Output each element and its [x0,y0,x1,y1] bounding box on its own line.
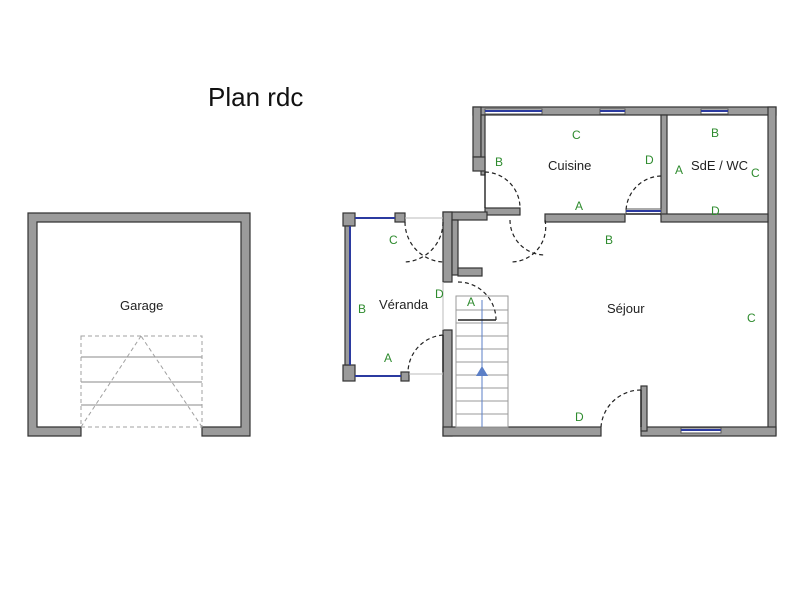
marker-sde-bottom: D [711,204,720,218]
marker-cuisine-left: B [495,155,503,169]
marker-veranda-left: B [358,302,366,316]
plan-title: Plan rdc [208,82,303,112]
staircase [455,295,509,428]
marker-veranda-bottom: A [384,351,392,365]
room-label-garage: Garage [120,298,163,313]
marker-cuisine-bottom: A [575,199,583,213]
marker-sde-right: C [751,166,760,180]
marker-cuisine-right: D [645,153,654,167]
marker-sejour-right: C [747,311,756,325]
marker-veranda-top: C [389,233,398,247]
marker-veranda-right: D [435,287,444,301]
room-label-cuisine: Cuisine [548,158,591,173]
room-label-sde-wc: SdE / WC [691,158,748,173]
room-label-sejour: Séjour [607,301,645,316]
garage-door [80,335,203,428]
room-label-veranda: Véranda [379,297,429,312]
veranda-thin-lines [405,217,444,375]
marker-sde-top: B [711,126,719,140]
marker-sde-left: A [675,163,683,177]
marker-sejour-bottom: D [575,410,584,424]
garage-walls [27,212,251,437]
windows [484,108,729,434]
marker-sejour-top: B [605,233,613,247]
marker-sejour-left: A [467,295,475,309]
marker-cuisine-top: C [572,128,581,142]
doors [404,171,662,428]
stair-arrow-icon [476,366,488,376]
veranda-windows [349,217,401,377]
